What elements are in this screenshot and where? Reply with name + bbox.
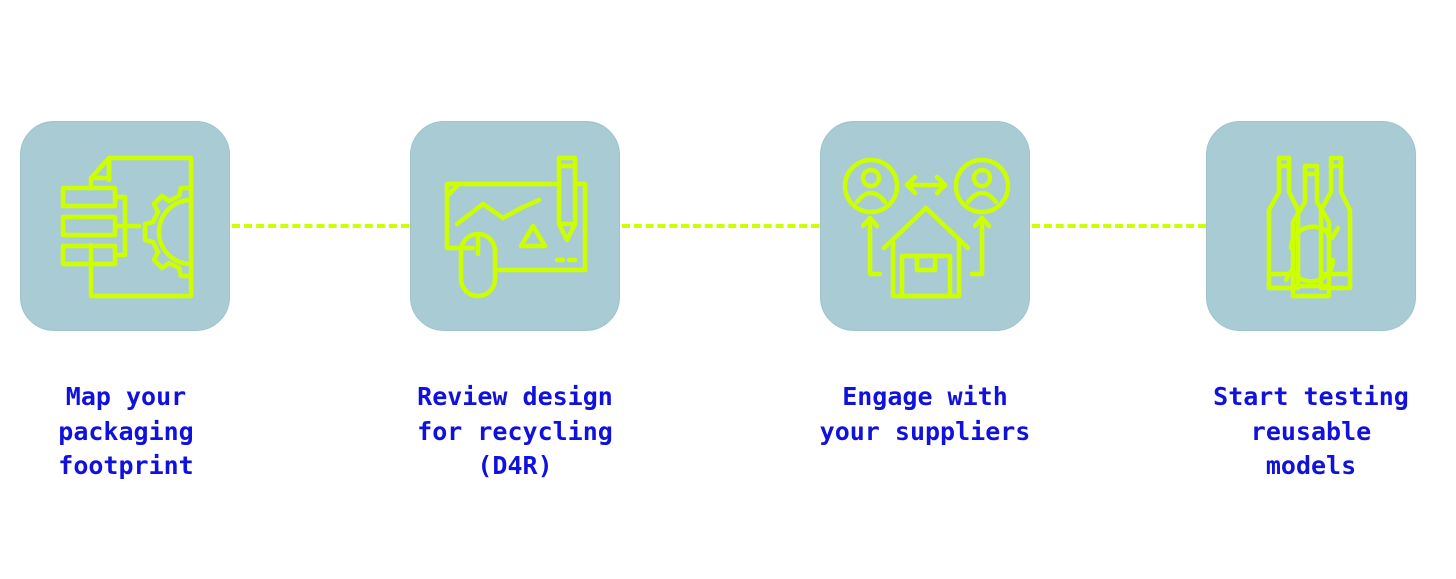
- step-3-label: Engage with your suppliers: [819, 382, 1031, 446]
- step-2-box: [410, 121, 620, 331]
- connector-1-2: [232, 224, 409, 228]
- step-4-label: Start testing reusable models: [1213, 382, 1409, 480]
- supplier-exchange-icon: [842, 157, 1011, 299]
- reusable-bottles-icon: [1266, 155, 1353, 299]
- step-1-label: Map your packaging footprint: [58, 382, 194, 480]
- step-4-box: [1206, 121, 1416, 331]
- connector-3-4: [1032, 224, 1206, 228]
- document-gear-icon: [60, 155, 194, 299]
- step-3-box: [820, 121, 1030, 331]
- design-drawing-icon: [444, 155, 588, 299]
- step-1-box: [20, 121, 230, 331]
- connector-2-3: [622, 224, 819, 228]
- step-2-label: Review design for recycling (D4R): [417, 382, 613, 480]
